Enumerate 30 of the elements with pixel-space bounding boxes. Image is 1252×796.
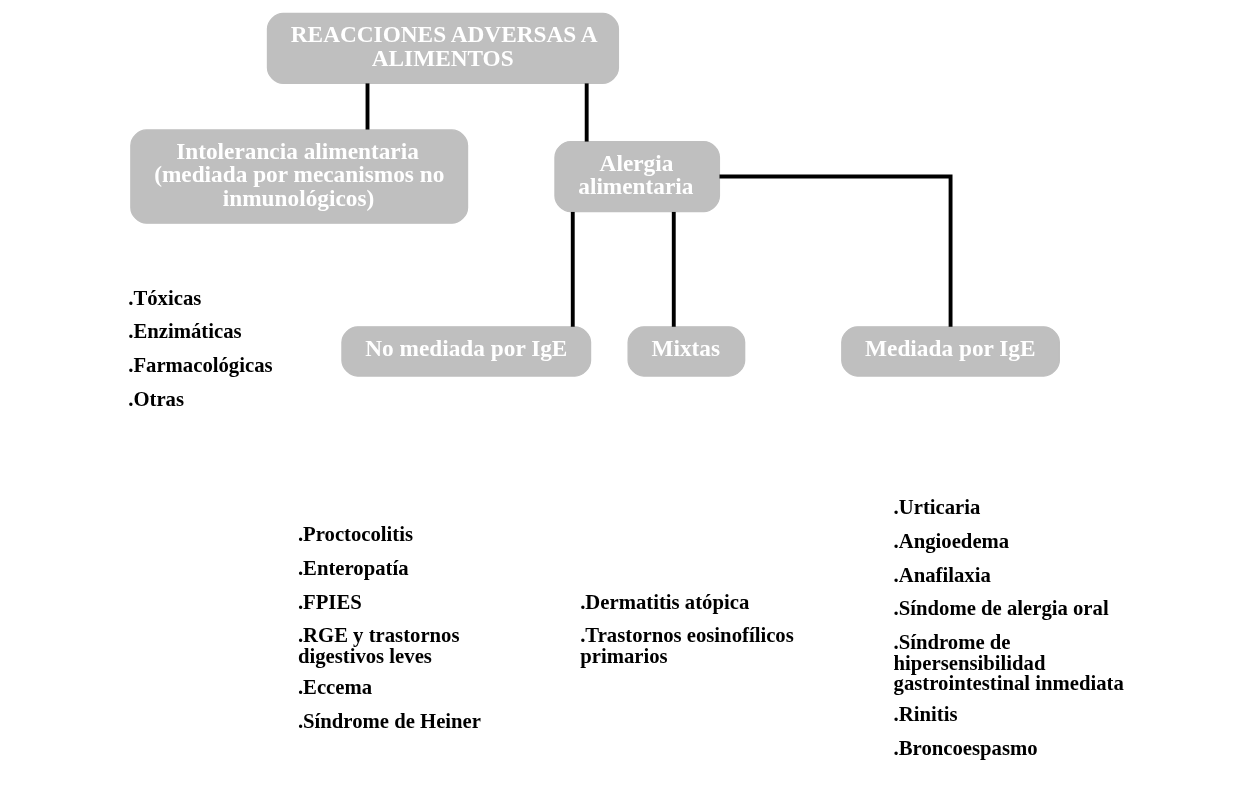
node-label: .Urticaria xyxy=(893,496,980,519)
node-box: Alergia alimentaria xyxy=(553,140,720,213)
node-box: No mediada por IgE xyxy=(340,326,591,377)
node-label: .Rinitis xyxy=(893,703,957,726)
connector xyxy=(365,83,369,130)
node-box: Mediada por IgE xyxy=(840,326,1060,377)
node-label: .RGE y trastornos digestivos leves xyxy=(297,624,459,668)
node-label: .Tóxicas xyxy=(127,286,201,309)
node-box: REACCIONES ADVERSAS A ALIMENTOS xyxy=(266,12,619,84)
node-label: .Trastornos eosinofílicos primarios xyxy=(579,624,794,668)
node-label: .Síndrome de hipersensibilidad gastrointestinal inmediata xyxy=(893,630,1124,695)
node-label: .Enzimáticas xyxy=(127,320,242,343)
node-label: .FPIES xyxy=(297,590,362,613)
node-label: .Anafilaxia xyxy=(893,563,991,586)
node-label: .Síndrome de Heiner xyxy=(297,709,481,732)
node-label: .Eccema xyxy=(297,676,372,699)
connector xyxy=(570,211,575,327)
node-label: .Síndome de alergia oral xyxy=(893,597,1109,620)
connector xyxy=(584,83,589,142)
node-label: .Farmacológicas xyxy=(127,353,273,376)
node-label: .Broncoespasmo xyxy=(893,737,1038,760)
node-label: .Enteropatía xyxy=(297,557,409,580)
node-box: Intolerancia alimentaria (mediada por mecanismos no inmunológicos) xyxy=(129,129,468,224)
node-label: .Otras xyxy=(127,387,184,410)
node-label: .Dermatitis atópica xyxy=(579,590,749,613)
connector xyxy=(719,174,952,327)
node-label: .Angioedema xyxy=(893,529,1009,552)
connector xyxy=(671,211,676,327)
node-box: Mixtas xyxy=(626,326,745,377)
node-label: .Proctocolitis xyxy=(297,523,413,546)
